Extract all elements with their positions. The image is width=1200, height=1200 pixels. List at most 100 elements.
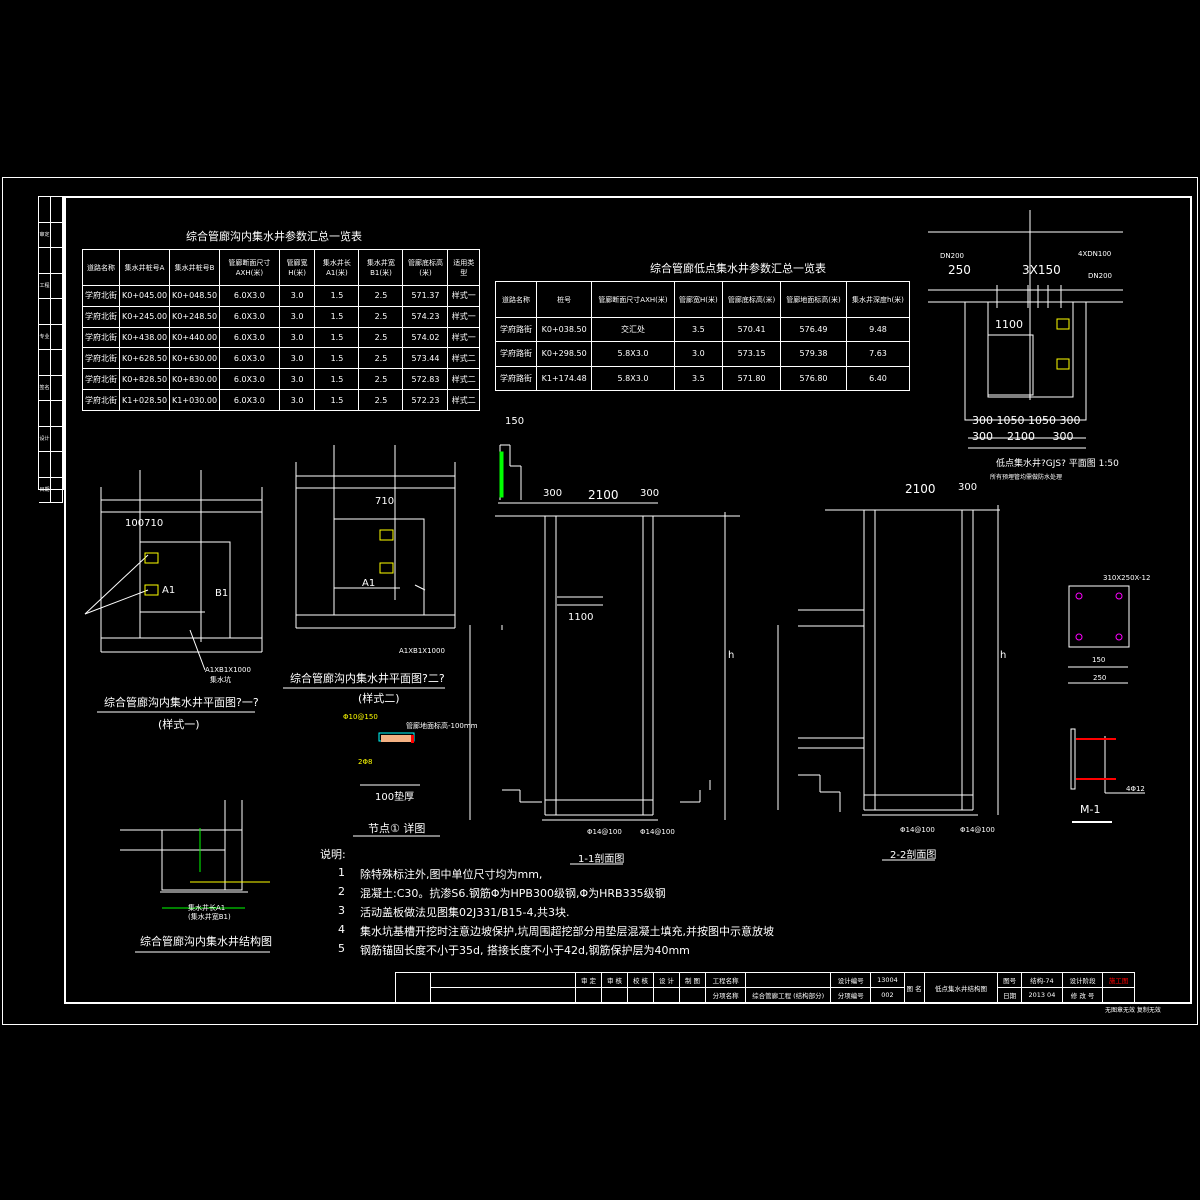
title-block-cell: 工程名称 [704,972,747,988]
structure-title: 综合管廊沟内集水井结构图 [140,935,272,948]
s11-rebar-bottom2: Φ14@100 [640,828,675,836]
structure-b1-label: (集水井宽B1) [188,913,231,921]
m1-plate-drawing [1068,585,1145,794]
side-strip-cell [39,197,51,222]
plan2-subtitle: (样式二) [358,692,400,705]
section-2-2-drawing [777,505,1000,816]
table-cell: K0+298.50 [535,341,593,367]
table-cell: K1+030.00 [169,389,221,411]
structure-drawing [120,800,248,893]
table-cell: K0+440.00 [169,326,221,349]
low-point-plan-drawing [928,210,1123,449]
table-cell: 576.80 [780,365,847,392]
side-strip-row: 设计 [39,426,63,452]
side-strip-cell [51,477,63,502]
note-number: 2 [338,885,345,898]
m1-title: M-1 [1080,803,1101,816]
table-header-cell: 管廊断面尺寸AXH(米) [591,281,675,318]
side-strip-cell [51,452,63,477]
side-strip-row: 签名 [39,375,63,401]
title-block-cell [745,972,832,988]
plan2-cover-label: A1XB1X1000 [399,647,445,655]
side-strip-cell [51,197,63,222]
side-strip-cell [51,426,63,451]
title-block-cell: 修 改 号 [1062,987,1104,1003]
table-header-cell: 管廊底标高(米) [722,281,782,318]
table-header-cell: 集水井深度h(米) [845,281,911,318]
table1-title: 综合管廊沟内集水井参数汇总一览表 [186,230,362,243]
table-cell: 1.5 [314,389,360,411]
node-detail-title: 节点① 详图 [368,822,426,835]
side-strip-cell [51,324,63,349]
side-strip-cell [39,299,51,324]
note-number: 3 [338,904,345,917]
drawing-outer-frame [2,177,1198,1025]
title-block-cell [430,987,576,1003]
table-cell: K1+174.48 [535,365,593,392]
side-strip-cell [51,273,63,298]
side-strip-cell [51,299,63,324]
low-label-dn200a: DN200 [940,252,964,260]
section-1-1-title: 1-1剖面图 [578,854,625,865]
table-header-cell: 管廊宽H(米) [673,281,724,318]
role-label: 校 核 [627,972,654,988]
drawing-name: 低点集水井结构图 [923,972,999,1003]
low-dim-1100: 1100 [995,318,1023,331]
table-header-cell: 集水井桩号A [118,249,171,286]
table-cell: 571.80 [722,365,782,392]
table-header-cell: 集水井桩号B [169,249,221,286]
plan1-dim-a1: A1 [162,585,176,596]
s22-dim-h: h [1000,650,1007,661]
note-text: 钢筋锚固长度不小于35d, 搭接长度不小于42d,钢筋保护层为40mm [360,944,690,957]
note-number: 5 [338,942,345,955]
plan1-title: 综合管廊沟内集水井平面图?一? [104,696,259,709]
side-strip-cell: 设计 [39,426,51,451]
low-dim-3x150: 3X150 [1022,263,1061,277]
table-header-cell: 管廊断面尺寸AXH(米) [219,249,280,286]
s22-rebar-bottom1: Φ14@100 [900,826,935,834]
side-strip-cell: 专业 [39,324,51,349]
low-label-dn200b: DN200 [1088,272,1112,280]
plan2-dim-710-1000: 710 [375,496,395,507]
low-label-4dn100: 4XDN100 [1078,250,1112,258]
table-header-cell: 适用类型 [447,249,480,286]
plan1-drawing [84,470,263,671]
table-cell: 样式二 [447,389,480,411]
side-strip-cell [51,222,63,247]
node-rebar2-label: 2Φ8 [358,758,373,766]
node-elev-label: 管廊地面标高-100mm [406,722,478,730]
table-cell: 579.38 [780,341,847,367]
side-strip-row: 审定 [39,222,63,248]
s11-dim-2100: 2100 [588,488,619,502]
plan2-title: 综合管廊沟内集水井平面图?二? [290,672,445,685]
drawing-inner-frame [64,196,1192,1004]
title-block-cell: 图 名 [903,972,925,1003]
title-block-cell: 综合管廊工程 (结构部分) [745,987,832,1003]
title-block-cell: 002 [870,987,905,1003]
s11-dim-1100: 1100 [568,612,594,623]
structure-a1-label: 集水井长A1 [188,904,226,912]
side-strip-cell [51,401,63,426]
title-block-cell: 设计编号 [830,972,872,988]
side-strip-row: 日期 [39,477,63,503]
side-strip-cell [39,401,51,426]
plan1-dim-100-710: 100710 [125,518,164,529]
side-strip-row [39,248,63,274]
plan2-dim-a1: A1 [362,578,376,589]
side-strip-cell: 工程 [39,273,51,298]
section-2-2-title: 2-2剖面图 [890,850,937,861]
plan1-subtitle: (样式一) [158,718,200,731]
table-header-cell: 管廊地面标高(米) [780,281,847,318]
notes-heading: 说明: [320,848,346,861]
title-block-cell [575,987,602,1003]
title-block-cell [1102,987,1135,1003]
table-cell: 交汇处 [591,316,675,343]
s22-dim-300: 300 [958,482,978,493]
table-cell: 6.0X3.0 [219,389,280,411]
role-label: 审 定 [575,972,602,988]
